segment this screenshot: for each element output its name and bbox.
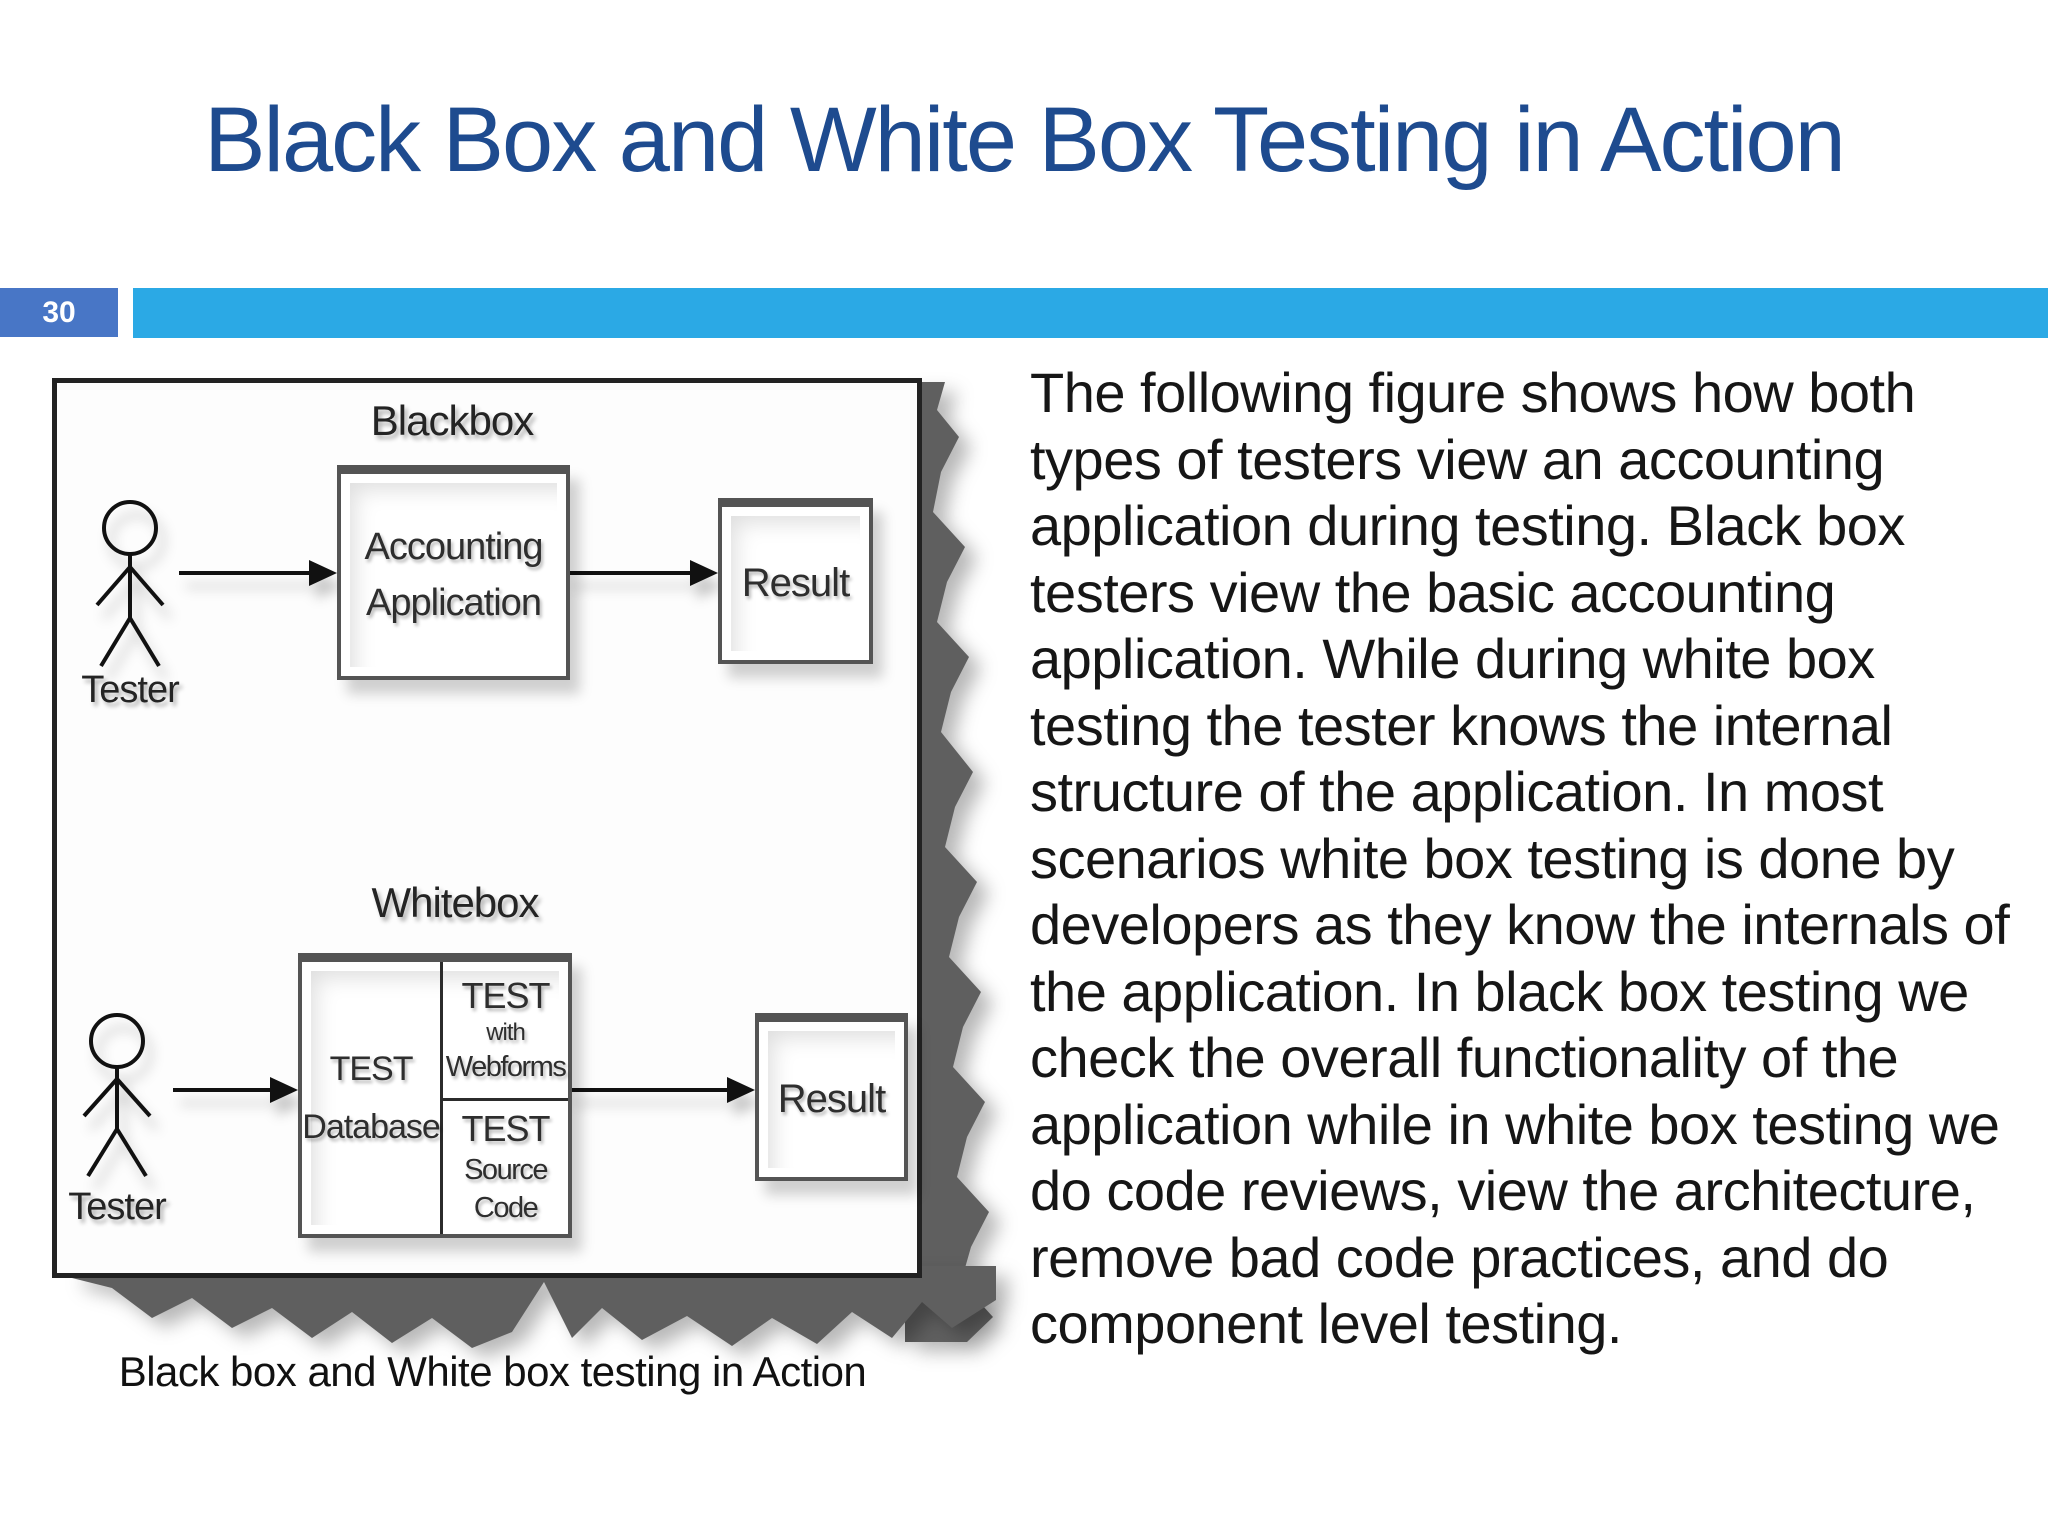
test-webforms-line2: with — [486, 1018, 526, 1046]
test-webforms-line1: TEST — [461, 974, 551, 1016]
slide-title: Black Box and White Box Testing in Actio… — [204, 89, 1846, 191]
whitebox-test-system-box: TEST Database TEST with Webforms TEST So… — [298, 953, 572, 1238]
accent-bar — [133, 288, 2048, 338]
torn-paper-shadow-right-icon — [905, 382, 993, 1342]
blackbox-section-label: Blackbox — [370, 397, 534, 444]
test-source-line3: Code — [473, 1192, 539, 1225]
arrow-test-box-to-result-icon — [568, 1077, 755, 1103]
accounting-application-line1: Accounting — [364, 526, 543, 568]
blackbox-tester-label: Tester — [81, 669, 179, 711]
test-database-line2: Database — [302, 1108, 441, 1146]
whitebox-section-label: Whitebox — [371, 879, 539, 926]
figure-caption: Black box and White box testing in Actio… — [118, 1348, 867, 1395]
torn-paper-shadow-bottom-icon — [72, 1266, 996, 1348]
test-source-code-cell: TEST Source Code — [443, 1101, 568, 1234]
body-paragraph: The following figure shows how both type… — [1030, 361, 2010, 1355]
test-database-cell: TEST Database — [302, 962, 444, 1234]
blackbox-tester-stick-figure-icon — [95, 500, 165, 668]
figure-panel: Blackbox Tester Accounting Application R… — [52, 378, 922, 1278]
page-number-badge: 30 — [0, 288, 118, 337]
whitebox-result-box: Result — [755, 1013, 908, 1181]
whitebox-tester-label: Tester — [68, 1186, 166, 1228]
diagram-strokes — [82, 500, 755, 1178]
accounting-application-line2: Application — [366, 582, 542, 624]
arrow-application-to-result-icon — [566, 560, 718, 586]
test-webforms-cell: TEST with Webforms — [443, 962, 568, 1101]
whitebox-tester-stick-figure-icon — [82, 1013, 152, 1178]
accounting-application-box: Accounting Application — [337, 465, 570, 680]
test-source-line1: TEST — [461, 1108, 551, 1150]
test-right-column: TEST with Webforms TEST Source Code — [443, 962, 568, 1234]
arrow-tester-to-test-box-icon — [173, 1077, 298, 1103]
blackbox-result-box: Result — [718, 498, 873, 664]
test-source-line2: Source — [464, 1154, 548, 1187]
test-database-line1: TEST — [329, 1050, 414, 1088]
arrow-tester-to-application-icon — [179, 560, 337, 586]
test-webforms-line3: Webforms — [445, 1050, 567, 1083]
